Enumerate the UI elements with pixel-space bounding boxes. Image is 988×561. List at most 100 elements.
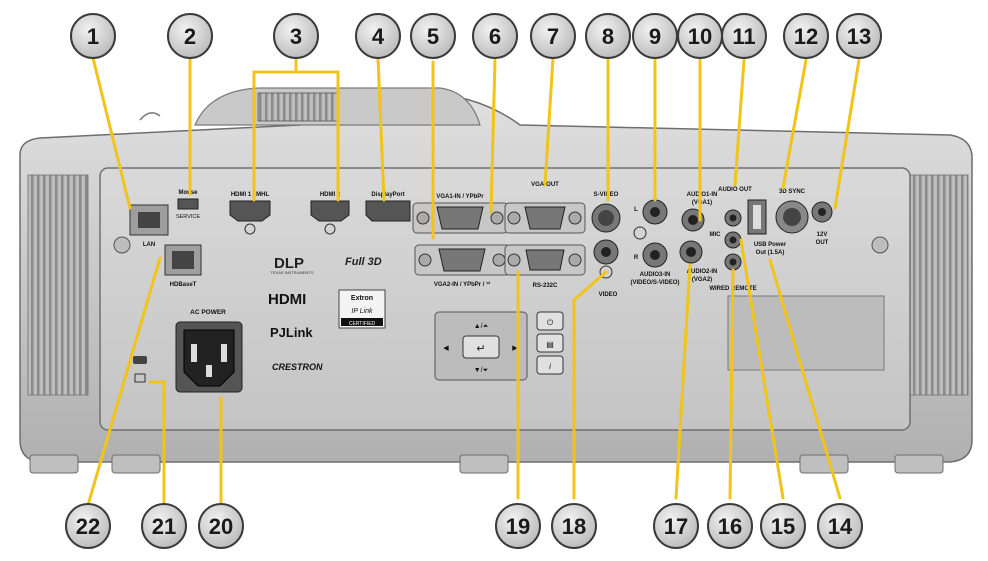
s-video-port: S-VIDEO [591, 192, 621, 233]
callout-number: 16 [718, 514, 742, 539]
callout-number: 2 [184, 24, 196, 49]
keypad: ↵ ▲/⏶ ▼/⏷ ◀ ▶ ⏻ ▤ i [434, 311, 564, 381]
callout-2: 2 [167, 13, 213, 59]
full3d-logo: Full 3D [345, 256, 382, 268]
12v-out-port: 12V OUT [811, 201, 833, 246]
callout-20: 20 [198, 503, 244, 549]
certified-logo: CERTIFIED [349, 321, 376, 327]
io-panel [99, 167, 911, 431]
extron-logo: Extron [351, 295, 373, 302]
12v-out-sublabel: OUT [816, 240, 829, 246]
callout-number: 18 [562, 514, 586, 539]
usb-power-sublabel: Out (1.5A) [756, 250, 785, 256]
svg-text:↵: ↵ [476, 343, 485, 355]
crestron-logo: CRESTRON [272, 362, 323, 372]
callout-number: 5 [427, 24, 439, 49]
audio1-audio2-in-ports: AUDIO1-IN (VGA1) AUDIO2-IN (VGA2) [679, 192, 718, 283]
callout-15: 15 [760, 503, 806, 549]
callout-22: 22 [65, 503, 111, 549]
callout-number: 3 [290, 24, 302, 49]
audio3-r-label: R [634, 255, 639, 261]
callout-5: 5 [410, 13, 456, 59]
svg-text:▼/⏷: ▼/⏷ [474, 367, 489, 374]
video-port: VIDEO [593, 239, 619, 298]
mic-label: MIC [710, 232, 722, 238]
callout-number: 6 [489, 24, 501, 49]
kensington-lock [133, 356, 147, 383]
callout-7: 7 [530, 13, 576, 59]
callout-8: 8 [585, 13, 631, 59]
svg-text:i: i [549, 362, 551, 371]
right-vent [909, 174, 969, 396]
vga-out-port: VGA-OUT [504, 182, 586, 234]
audio1-in-sublabel: (VGA1) [692, 200, 712, 206]
audio3-l-label: L [634, 207, 638, 213]
audio3-in-ports: L R AUDIO3-IN (VIDEO/S-VIDEO) [630, 199, 680, 286]
callout-12: 12 [783, 13, 829, 59]
callout-3: 3 [273, 13, 319, 59]
callout-17: 17 [653, 503, 699, 549]
hdmi1-label: HDMI 1 / MHL [231, 192, 270, 198]
audio1-in-label: AUDIO1-IN [687, 192, 718, 198]
pjlink-logo: PJLink [270, 325, 313, 340]
vga2-in-port: VGA2-IN / YPbPr / ¹² [414, 244, 511, 288]
callout-number: 22 [76, 514, 100, 539]
callout-number: 4 [372, 24, 385, 49]
dlp-sub: TEXAS INSTRUMENTS [270, 270, 313, 275]
audio3-in-label: AUDIO3-IN [640, 272, 671, 278]
mouse-label: Mouse [178, 190, 198, 196]
ac-power-label: AC POWER [190, 309, 226, 316]
left-vent [27, 174, 89, 396]
callout-1: 1 [70, 13, 116, 59]
audio2-in-label: AUDIO2-IN [687, 269, 718, 275]
displayport-port: DisplayPort [365, 192, 411, 222]
callout-number: 1 [87, 24, 99, 49]
callout-number: 19 [506, 514, 530, 539]
callout-4: 4 [355, 13, 401, 59]
rs232c-label: RS-232C [533, 283, 558, 289]
callout-number: 17 [664, 514, 688, 539]
callout-number: 12 [794, 24, 818, 49]
audio3-in-sublabel: (VIDEO/S-VIDEO) [630, 280, 679, 286]
vga2-in-label: VGA2-IN / YPbPr / ¹² [434, 281, 490, 288]
hdmi1-port: HDMI 1 / MHL [229, 192, 271, 235]
vga1-in-label: VGA1-IN / YPbPr [436, 194, 484, 200]
vga1-in-port: VGA1-IN / YPbPr [412, 194, 509, 234]
callout-21: 21 [141, 503, 187, 549]
callout-number: 10 [688, 24, 712, 49]
usb-power-port: USB Power Out (1.5A) [747, 199, 787, 256]
leader-lines [86, 56, 861, 507]
callout-14: 14 [817, 503, 863, 549]
hdmi-logo: HDMI [268, 291, 306, 308]
service-label: SERVICE [176, 214, 200, 220]
callout-number: 7 [547, 24, 559, 49]
callout-16: 16 [707, 503, 753, 549]
callout-6: 6 [472, 13, 518, 59]
callout-19: 19 [495, 503, 541, 549]
rs232c-port: RS-232C [504, 244, 586, 289]
callout-number: 13 [847, 24, 871, 49]
callout-number: 8 [602, 24, 614, 49]
usb-power-label: USB Power [754, 242, 787, 248]
lan-label: LAN [143, 242, 155, 248]
svg-text:◀: ◀ [443, 345, 449, 352]
dlp-logo: DLP [274, 255, 304, 272]
callout-number: 20 [209, 514, 233, 539]
callout-9: 9 [632, 13, 678, 59]
callout-number: 11 [732, 24, 755, 49]
12v-out-label: 12V [817, 232, 828, 238]
svg-text:▲/⏶: ▲/⏶ [474, 323, 489, 330]
callout-11: 11 [721, 13, 767, 59]
3d-sync-port: 3D SYNC [775, 189, 809, 234]
svg-text:▶: ▶ [512, 345, 518, 352]
callout-number: 21 [152, 514, 176, 539]
svg-text:▤: ▤ [546, 340, 554, 349]
callout-10: 10 [677, 13, 723, 59]
hdbaset-label: HDBaseT [170, 282, 197, 288]
hdbaset-port: HDBaseT [164, 244, 202, 288]
audio2-in-sublabel: (VGA2) [692, 277, 712, 283]
speaker-grille [727, 295, 885, 371]
ac-power-inlet: AC POWER [175, 309, 243, 393]
